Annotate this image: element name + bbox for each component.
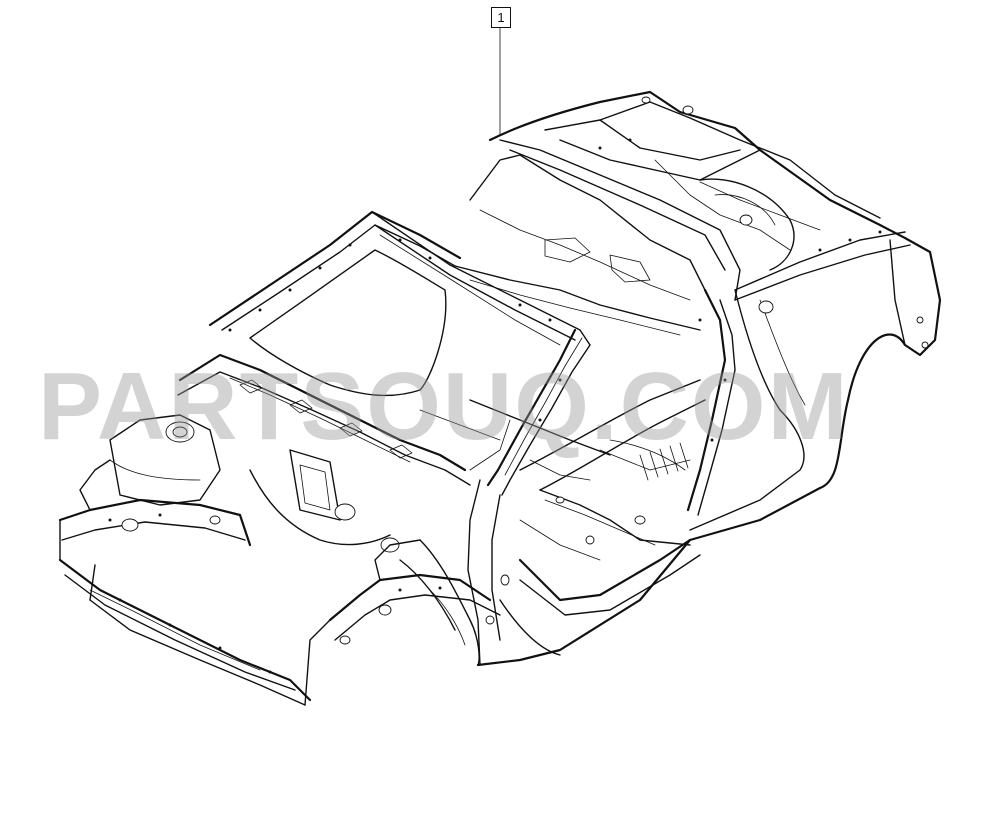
floor-pan-and-rocker xyxy=(419,379,706,656)
rear-body-and-quarter-panel xyxy=(469,90,942,667)
roof-frame-and-pillars xyxy=(208,210,736,516)
detail-spot-welds xyxy=(108,138,882,674)
callout-label-1[interactable]: 1 xyxy=(491,7,511,28)
front-structure-and-cowl xyxy=(58,353,510,706)
